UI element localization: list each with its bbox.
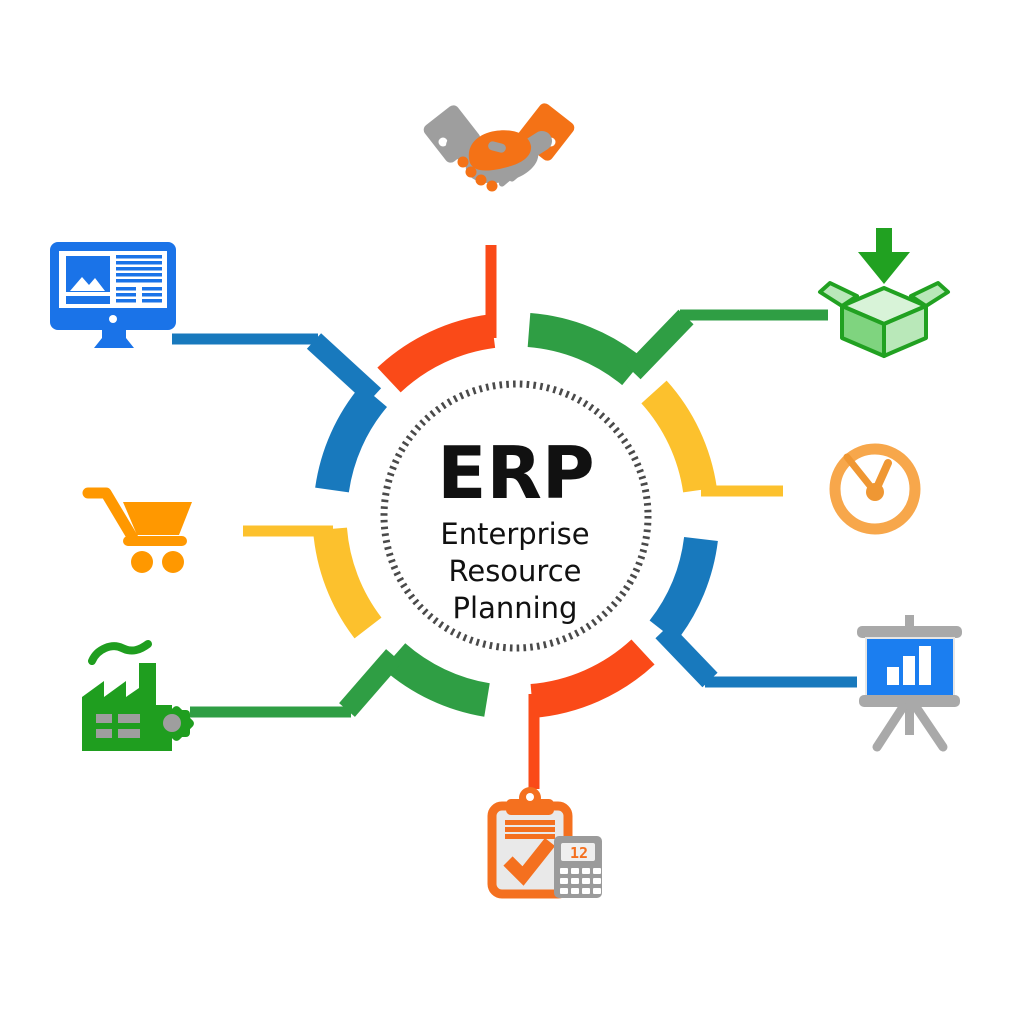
clipboard-text-lines	[505, 820, 555, 839]
computer-monitor-icon	[50, 242, 176, 348]
arc-right-yellow	[641, 380, 717, 493]
spoke-connectors	[172, 245, 857, 789]
presentation-top-pole	[905, 615, 914, 631]
calculator-display	[561, 843, 595, 861]
cart-wheel-right	[162, 551, 184, 573]
connector-monitor-elbow	[306, 333, 382, 404]
box-down-arrow-icon	[818, 228, 950, 358]
arc-topleft-blue	[315, 385, 388, 493]
erp-subtitle-line-2: Resource	[449, 554, 582, 588]
box-right-flap	[909, 281, 950, 308]
monitor-stand	[94, 330, 134, 348]
erp-subtitle-line-1: Enterprise	[440, 517, 589, 551]
monitor-wide-bar	[66, 296, 110, 304]
handshake-fingers	[498, 163, 531, 187]
dotted-ring	[380, 380, 652, 652]
handshake-knuckles	[457, 156, 498, 192]
monitor-power-dot	[109, 315, 117, 323]
arc-topright-green	[527, 313, 644, 386]
cart-handle	[82, 487, 140, 546]
calculator-buttons	[560, 868, 601, 894]
factory-smoke	[88, 640, 152, 665]
cart-basket	[123, 502, 192, 535]
box-right-face	[882, 304, 928, 358]
erp-title: ERP	[437, 431, 594, 515]
presentation-left-leg	[872, 702, 908, 752]
monitor-text-lines	[116, 255, 162, 303]
clipboard-calculator-icon: 12	[487, 787, 602, 899]
cart-wheel-left	[131, 551, 153, 573]
presentation-bottom-bar	[859, 695, 960, 707]
connector-box-elbow	[625, 309, 694, 380]
arc-left-yellow	[313, 527, 382, 639]
monitor-image-mountains	[70, 277, 105, 291]
box-left-flap	[818, 281, 859, 308]
factory-icon	[82, 640, 194, 751]
presentation-bar-chart	[887, 646, 931, 685]
arc-top-orange	[377, 314, 496, 393]
arc-bottomleft-green	[382, 642, 491, 717]
presentation-top-bar	[857, 626, 962, 638]
factory-gear-hub	[163, 714, 181, 732]
connector-factory-elbow	[339, 649, 402, 717]
clock-center-dot	[866, 483, 884, 501]
handshake-thumb-notch	[488, 141, 506, 153]
presentation-center-leg	[905, 707, 914, 735]
arc-bottomright-blue	[649, 536, 718, 642]
handshake-left-button	[438, 137, 448, 147]
arc-ring	[313, 313, 718, 718]
clipboard-clip-hole	[526, 793, 534, 801]
shopping-cart-icon	[82, 487, 192, 573]
clipboard-clip	[506, 799, 554, 815]
clock-icon	[829, 443, 921, 535]
center-circle: ERP Enterprise Resource Planning	[377, 377, 655, 655]
arc-bottom-orange	[530, 639, 655, 718]
box-down-arrow	[858, 228, 910, 284]
center-disc	[377, 377, 655, 655]
presentation-right-leg	[911, 702, 948, 752]
clipboard-checkmark	[503, 837, 556, 886]
connector-presentation-elbow	[655, 623, 718, 688]
calculator-display-value: 12	[570, 844, 588, 862]
erp-subtitle-line-3: Planning	[453, 591, 578, 625]
factory-windows	[96, 714, 140, 738]
presentation-chart-icon	[857, 615, 962, 752]
handshake-icon	[423, 103, 575, 192]
